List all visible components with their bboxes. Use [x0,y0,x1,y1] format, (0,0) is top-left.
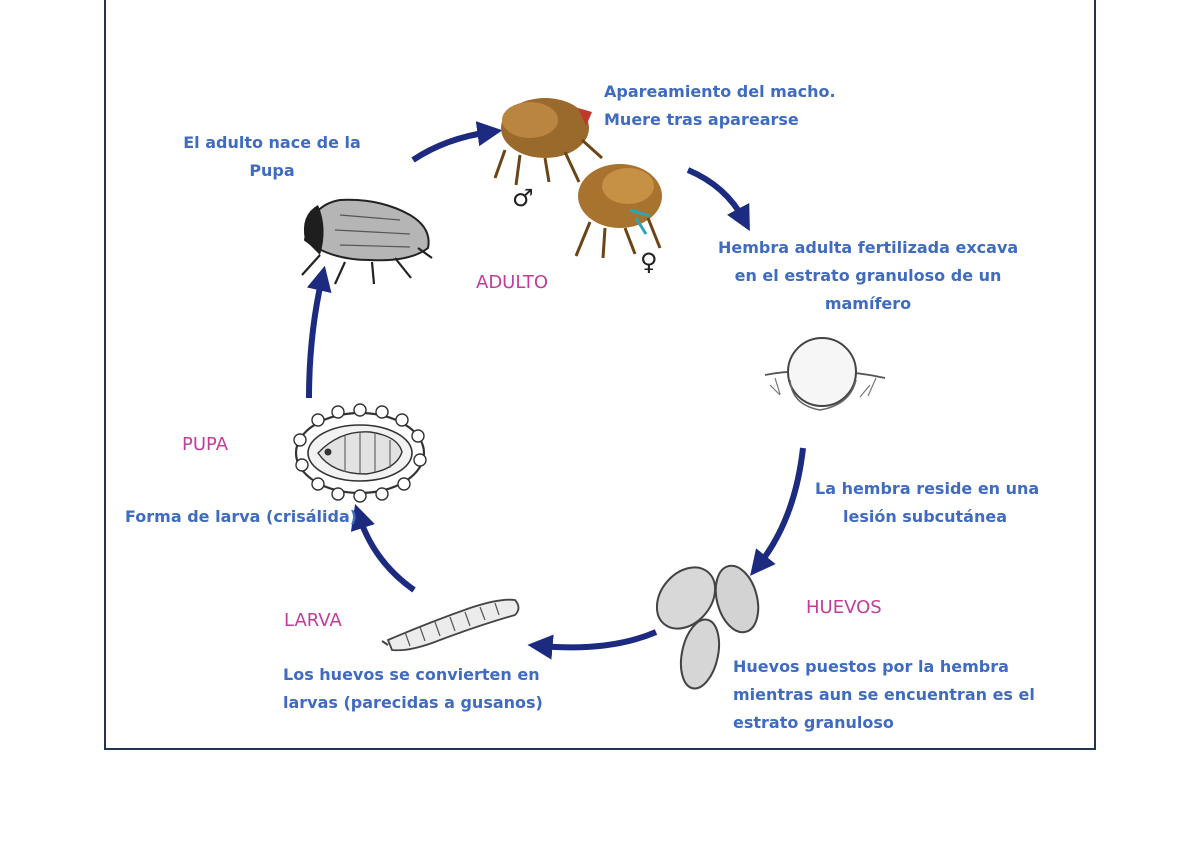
description-line: Hembra adulta fertilizada excava [718,238,1019,257]
description-line: Apareamiento del macho. [604,82,836,101]
description-line: larvas (parecidas a gusanos) [283,693,543,712]
description-line: mamífero [824,294,912,313]
description-line: Huevos puestos por la hembra [733,657,1009,676]
stage-label-eggs: HUEVOS [806,597,882,618]
description-line: Los huevos se convierten en [283,665,540,684]
burrow-lesion-illustration [764,337,886,411]
description-pupa: Forma de larva (crisálida) [125,507,358,526]
description-line: mientras aun se encuentran es el [733,685,1035,704]
arrow-mating-to-female [686,167,750,232]
description-line: lesión subcutánea [842,507,1008,526]
description-eggs-laid: Huevos puestos por la hembra mientras au… [733,653,1035,737]
stage-label-pupa: PUPA [182,434,229,455]
description-fertilized-female: Hembra adulta fertilizada excava en el e… [718,234,1018,318]
description-line: Muere tras aparearse [604,110,799,129]
pupa-cocoon-illustration [293,403,427,503]
stage-label-adult: ADULTO [476,272,549,293]
male-symbol: ♂ [512,184,534,212]
female-symbol: ♀ [640,248,658,276]
description-lesion: La hembra reside en una lesión subcutáne… [815,475,1040,531]
arrow-eggs-to-larva [527,629,658,660]
eggs-illustration [655,564,760,690]
description-line: en el estrato granuloso de un [734,266,1002,285]
description-line: La hembra reside en una [815,479,1040,498]
diagram-frame [104,0,1096,750]
arrow-female-to-eggs [750,447,806,576]
male-flea-illustration [493,98,604,186]
description-line: estrato granuloso [733,713,894,732]
description-mating: Apareamiento del macho. Muere tras apare… [604,78,836,134]
arrow-pupa-to-adult [306,265,332,399]
arrow-pupa-to-adult-emergence [411,121,503,163]
emerged-adult-flea-illustration [301,198,433,285]
description-larva: Los huevos se convierten en larvas (pare… [283,661,543,717]
female-flea-illustration [574,164,662,259]
larva-illustration [381,598,520,652]
arrow-larva-to-pupa [350,504,416,593]
description-line: Pupa [249,161,295,180]
description-line: El adulto nace de la [183,133,361,152]
stage-label-larva: LARVA [284,610,342,631]
description-adult-emerges: El adulto nace de la Pupa [172,129,372,185]
